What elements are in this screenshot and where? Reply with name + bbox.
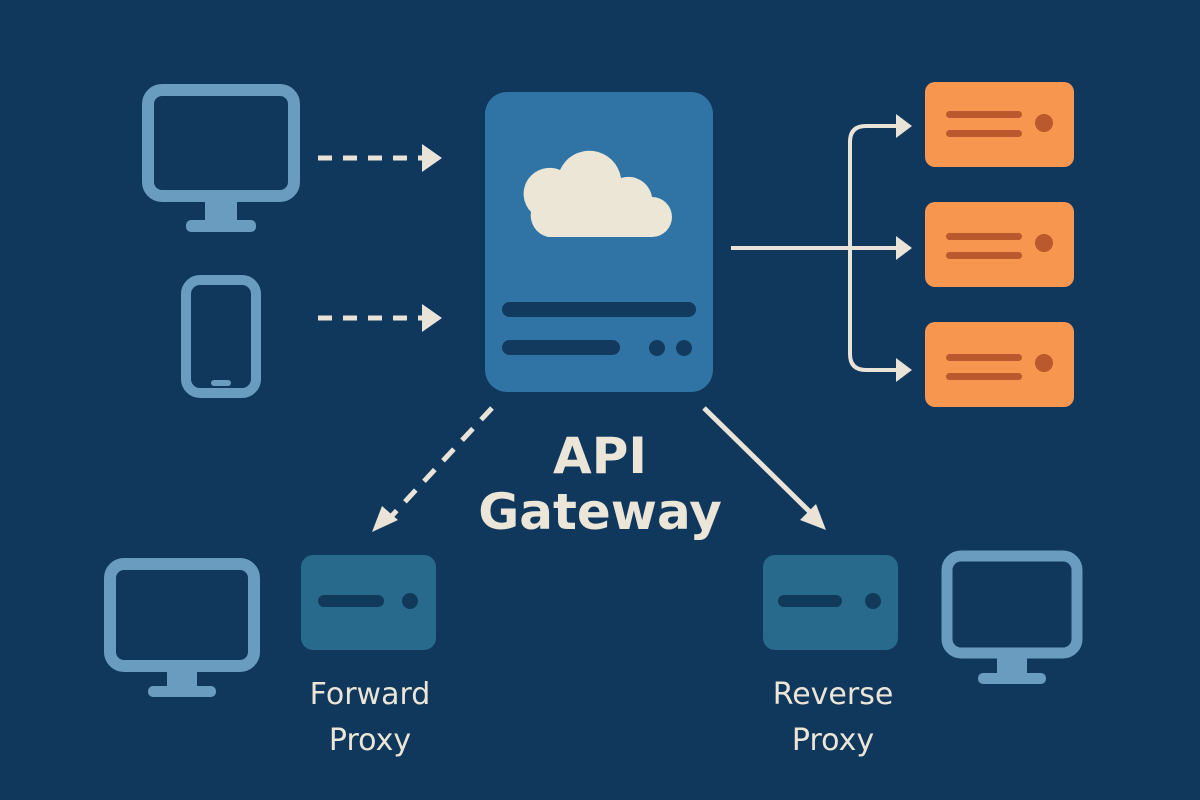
mobile-arrow-head (422, 304, 442, 332)
mobile-client-icon (181, 275, 261, 398)
server-1-arrow-head (896, 114, 912, 138)
gateway-dot-2 (676, 340, 692, 356)
forward-proxy-label-line-1: Forward (309, 677, 431, 712)
gateway-to-servers-arrows (731, 124, 908, 372)
forward-proxy-label: Forward Proxy (270, 672, 470, 764)
reverse-proxy-server-icon (763, 555, 898, 650)
forward-proxy-server-icon (301, 555, 436, 650)
gateway-card (485, 92, 713, 392)
backend-server-2-icon (925, 202, 1074, 287)
gateway-to-forward-proxy-arrow (386, 406, 494, 522)
forward-client-monitor-icon (104, 558, 260, 697)
gateway-title-line-2: Gateway (478, 483, 722, 541)
forward-proxy-label-line-2: Proxy (328, 723, 412, 758)
gateway-line-2 (502, 340, 620, 355)
server-2-arrow-head (896, 236, 912, 260)
reverse-proxy-label-line-2: Proxy (791, 723, 875, 758)
gateway-dot-1 (649, 340, 665, 356)
reverse-client-monitor-icon (941, 550, 1083, 684)
reverse-proxy-label-line-1: Reverse (772, 677, 894, 712)
server-3-arrow-head (896, 358, 912, 382)
gateway-line-1 (502, 302, 696, 317)
forward-proxy-arrow-head (372, 506, 398, 532)
gateway-title-line-1: API (553, 427, 647, 485)
cloud-icon (523, 150, 672, 237)
reverse-proxy-label: Reverse Proxy (733, 672, 933, 764)
reverse-proxy-arrow-head (800, 504, 826, 530)
backend-server-3-icon (925, 322, 1074, 407)
backend-server-1-icon (925, 82, 1074, 167)
gateway-to-reverse-proxy-arrow (702, 406, 814, 516)
desktop-client-icon (142, 84, 300, 232)
gateway-title: API Gateway (440, 428, 760, 540)
desktop-arrow-head (422, 144, 442, 172)
